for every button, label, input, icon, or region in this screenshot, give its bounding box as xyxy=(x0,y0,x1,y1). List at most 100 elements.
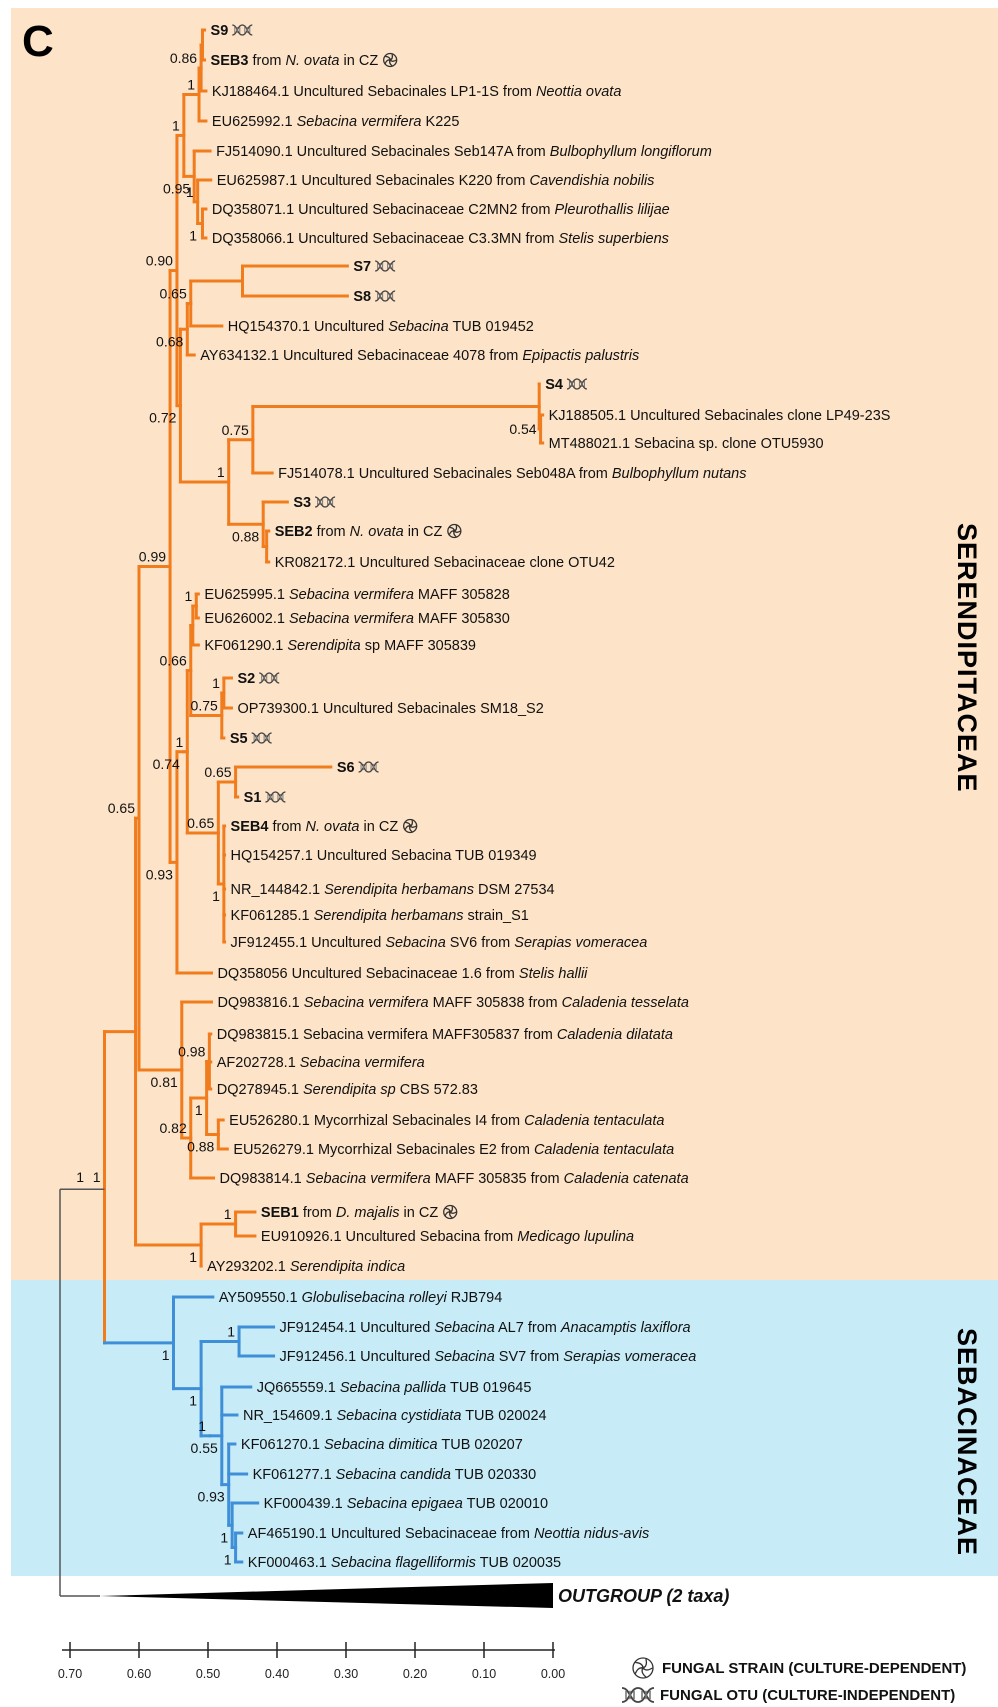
leaf-label-s8: S8 xyxy=(353,289,371,305)
leaf-label-seb3: SEB3 from N. ovata in CZ xyxy=(211,53,379,69)
leaf-label-kf061285: KF061285.1 Serendipita herbamans strain_… xyxy=(231,908,529,924)
axis-tick-label: 0.70 xyxy=(58,1667,82,1681)
leaf-label-hq154370: HQ154370.1 Uncultured Sebacina TUB 01945… xyxy=(228,319,534,335)
fungal-strain-icon xyxy=(383,52,398,68)
support-value: 1 xyxy=(198,1418,206,1434)
leaf-label-dq983814: DQ983814.1 Sebacina vermifera MAFF 30583… xyxy=(220,1171,689,1187)
leaf-label-s3: S3 xyxy=(293,495,311,511)
serendipitaceae-label: SERENDIPITACEAE xyxy=(952,523,982,793)
support-value: 0.75 xyxy=(222,422,249,438)
leaf-label-s5: S5 xyxy=(230,731,248,747)
fungal-otu-icon xyxy=(251,732,272,744)
panel-label: C xyxy=(22,17,54,66)
leaf-label-kf061270: KF061270.1 Sebacina dimitica TUB 020207 xyxy=(241,1437,523,1453)
leaf-label-jq665559: JQ665559.1 Sebacina pallida TUB 019645 xyxy=(257,1380,532,1396)
support-value: 1 xyxy=(224,1552,232,1568)
leaf-label-jf912454: JF912454.1 Uncultured Sebacina AL7 from … xyxy=(280,1320,691,1336)
support-value: 0.75 xyxy=(191,698,218,714)
leaf-label-seb4: SEB4 from N. ovata in CZ xyxy=(231,819,399,835)
support-value: 0.54 xyxy=(509,421,536,437)
leaf-label-seb1: SEB1 from D. majalis in CZ xyxy=(261,1205,438,1221)
leaf-label-s6: S6 xyxy=(337,760,355,776)
support-value: 0.90 xyxy=(146,253,173,269)
root-support-value: 1 xyxy=(76,1169,84,1185)
support-value: 0.99 xyxy=(139,548,166,564)
support-value: 1 xyxy=(172,117,180,133)
leaf-label-fj514090: FJ514090.1 Uncultured Sebacinales Seb147… xyxy=(216,144,712,160)
leaf-label-eu625992: EU625992.1 Sebacina vermifera K225 xyxy=(212,114,459,130)
leaf-label-jf912455: JF912455.1 Uncultured Sebacina SV6 from … xyxy=(231,935,648,951)
leaf-label-kf061277: KF061277.1 Sebacina candida TUB 020330 xyxy=(253,1467,537,1483)
fungal-strain-icon xyxy=(632,1657,654,1679)
outgroup-label: OUTGROUP (2 taxa) xyxy=(558,1586,729,1606)
leaf-label-s1: S1 xyxy=(244,790,262,806)
support-value: 1 xyxy=(224,1206,232,1222)
fungal-strain-icon xyxy=(447,523,462,539)
tree-branches xyxy=(59,28,545,1597)
leaf-label-af202728: AF202728.1 Sebacina vermifera xyxy=(217,1055,425,1071)
legend-strain-label: FUNGAL STRAIN (CULTURE-DEPENDENT) xyxy=(662,1660,966,1677)
leaf-label-kr082172: KR082172.1 Uncultured Sebacinaceae clone… xyxy=(275,555,615,571)
leaf-label-eu910926: EU910926.1 Uncultured Sebacina from Medi… xyxy=(261,1229,634,1245)
leaf-label-eu625995: EU625995.1 Sebacina vermifera MAFF 30582… xyxy=(204,587,510,603)
leaf-label-nr-154609: NR_154609.1 Sebacina cystidiata TUB 0200… xyxy=(243,1408,547,1424)
support-value: 0.74 xyxy=(153,756,180,772)
support-value: 1 xyxy=(220,1529,228,1545)
support-value: 0.72 xyxy=(149,410,176,426)
leaf-label-dq358071: DQ358071.1 Uncultured Sebacinaceae C2MN2… xyxy=(212,202,670,218)
outgroup-wedge: OUTGROUP (2 taxa) xyxy=(100,1583,729,1608)
support-value: 0.66 xyxy=(160,653,187,669)
support-value: 0.93 xyxy=(197,1489,224,1505)
support-value: 1 xyxy=(189,1393,197,1409)
support-value: 0.65 xyxy=(160,286,187,302)
leaf-label-ay293202: AY293202.1 Serendipita indica xyxy=(207,1259,405,1275)
leaf-label-fj514078: FJ514078.1 Uncultured Sebacinales Seb048… xyxy=(278,466,746,482)
leaf-label-seb2: SEB2 from N. ovata in CZ xyxy=(275,524,443,540)
axis-tick-label: 0.50 xyxy=(196,1667,220,1681)
fungal-otu-icon xyxy=(621,1687,655,1703)
support-value: 0.98 xyxy=(178,1044,205,1060)
support-value: 1 xyxy=(217,464,225,480)
leaf-label-ay634132: AY634132.1 Uncultured Sebacinaceae 4078 … xyxy=(200,348,639,364)
fungal-otu-icon xyxy=(621,1687,655,1703)
leaf-label-s9: S9 xyxy=(211,23,229,39)
support-value: 1 xyxy=(162,1347,170,1363)
leaf-label-hq154257: HQ154257.1 Uncultured Sebacina TUB 01934… xyxy=(231,848,537,864)
fungal-strain-icon xyxy=(443,1204,458,1220)
leaf-label-eu626002: EU626002.1 Sebacina vermifera MAFF 30583… xyxy=(204,611,510,627)
support-value: 0.82 xyxy=(160,1120,187,1136)
support-value: 1 xyxy=(176,734,184,750)
support-value: 1 xyxy=(212,888,220,904)
leaf-label-eu526280: EU526280.1 Mycorrhizal Sebacinales I4 fr… xyxy=(229,1113,664,1129)
leaf-label-eu526279: EU526279.1 Mycorrhizal Sebacinales E2 fr… xyxy=(233,1142,674,1158)
leaf-label-jf912456: JF912456.1 Uncultured Sebacina SV7 from … xyxy=(280,1349,697,1365)
fungal-otu-icon xyxy=(259,672,280,684)
support-value: 1 xyxy=(186,184,194,200)
support-value: 0.68 xyxy=(156,333,183,349)
fungal-otu-icon xyxy=(358,761,379,773)
leaf-label-dq358056: DQ358056 Uncultured Sebacinaceae 1.6 fro… xyxy=(217,966,588,982)
support-value: 0.55 xyxy=(191,1440,218,1456)
support-value: 0.93 xyxy=(146,866,173,882)
support-value: 0.81 xyxy=(151,1074,178,1090)
support-values: 0.861110.9510.650.680.540.750.8810.720.9… xyxy=(76,50,537,1568)
axis-tick-label: 0.20 xyxy=(403,1667,427,1681)
fungal-otu-icon xyxy=(566,378,588,390)
support-value: 0.88 xyxy=(187,1139,214,1155)
leaf-label-dq983815: DQ983815.1 Sebacina vermifera MAFF305837… xyxy=(217,1027,673,1043)
fungal-otu-icon xyxy=(374,260,396,272)
leaf-label-s4: S4 xyxy=(545,377,563,393)
sebacinaceae-label: SEBACINACEAE xyxy=(952,1328,982,1556)
support-value: 1 xyxy=(184,588,192,604)
leaf-label-eu625987: EU625987.1 Uncultured Sebacinales K220 f… xyxy=(217,173,655,189)
leaf-label-af465190: AF465190.1 Uncultured Sebacinaceae from … xyxy=(248,1526,649,1542)
support-value: 0.95 xyxy=(163,180,190,196)
support-value: 1 xyxy=(189,1249,197,1265)
sebacinaceae-background xyxy=(11,1280,998,1576)
axis-tick-label: 0.60 xyxy=(127,1667,151,1681)
leaf-label-nr-144842: NR_144842.1 Serendipita herbamans DSM 27… xyxy=(231,882,555,898)
leaf-label-dq983816: DQ983816.1 Sebacina vermifera MAFF 30583… xyxy=(217,995,689,1011)
